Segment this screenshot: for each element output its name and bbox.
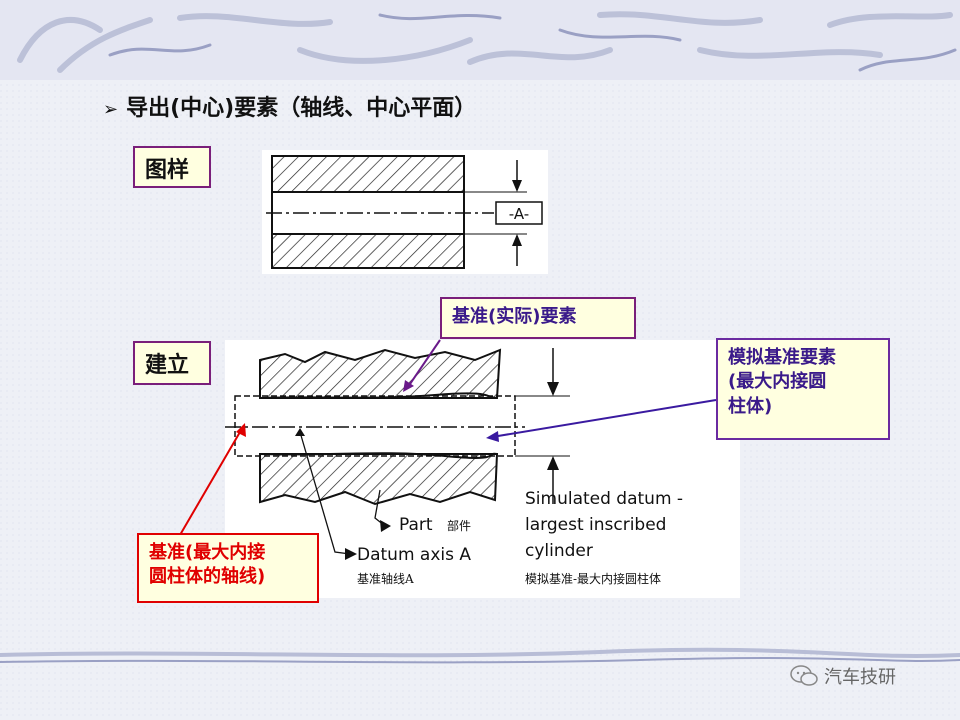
datum-tag-box xyxy=(495,201,543,225)
part-label-cn: 部件 xyxy=(447,518,471,533)
build-figure: Part 部件 Datum axis A 基准轴线A Simulated dat… xyxy=(225,340,740,598)
build-label: 建立 xyxy=(133,341,211,385)
simulated-datum-line3: cylinder xyxy=(525,541,593,561)
datum-axis-label: Datum axis A xyxy=(357,545,471,565)
watermark: 汽车技研 xyxy=(790,663,896,689)
datum-axis-label-cn: 基准轴线A xyxy=(357,571,414,586)
simulated-datum-line1: Simulated datum - xyxy=(525,489,683,509)
bullet-arrow-icon: ➢ xyxy=(103,99,119,120)
simulated-datum-cn: 模拟基准-最大内接圆柱体 xyxy=(525,571,661,586)
simulated-datum-line2: largest inscribed xyxy=(525,515,666,535)
simulated-feature-callout: 模拟基准要素 (最大内接圆 柱体) xyxy=(716,338,890,440)
drawing-figure: -A- xyxy=(262,150,548,274)
section-heading-text: 导出(中心)要素（轴线、中心平面） xyxy=(126,96,477,121)
datum-tag-label: -A- xyxy=(509,205,529,223)
drawing-label: 图样 xyxy=(133,146,211,188)
section-heading: ➢ 导出(中心)要素（轴线、中心平面） xyxy=(103,90,476,122)
actual-feature-callout: 基准(实际)要素 xyxy=(440,297,636,339)
datum-axis-callout: 基准(最大内接 圆柱体的轴线) xyxy=(137,533,319,603)
watermark-text: 汽车技研 xyxy=(824,667,896,688)
part-label: Part xyxy=(399,515,433,535)
wechat-icon xyxy=(790,665,818,686)
